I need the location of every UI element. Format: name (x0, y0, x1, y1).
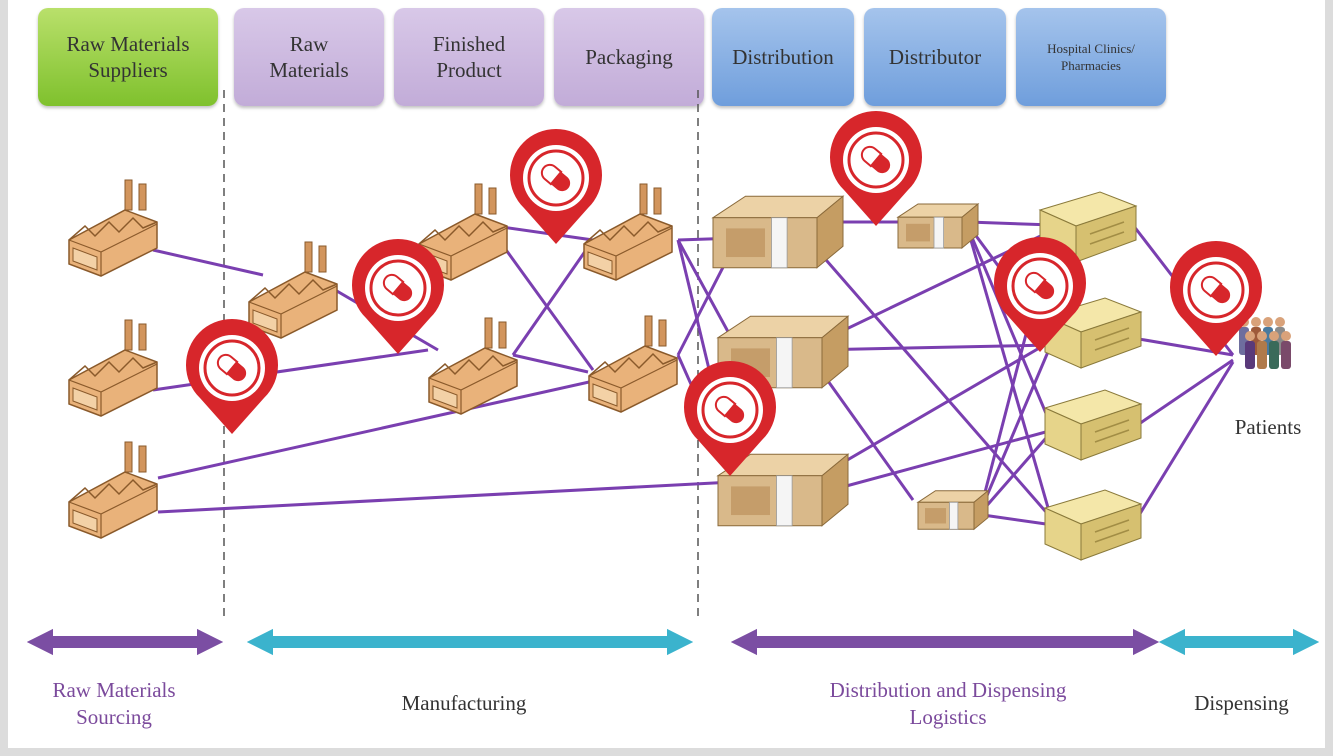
pill-map-marker-icon (684, 360, 776, 476)
supply-link-line (967, 220, 1054, 227)
stage-raw-materials: Raw Materials (234, 8, 384, 106)
supply-link-line (982, 513, 1054, 527)
phase-label-distribution-dispensing-logistics: Distribution and Dispensing Logistics (829, 678, 1067, 729)
supply-link-line (157, 378, 599, 480)
factory-icon (68, 319, 158, 417)
supply-link-line (966, 229, 1055, 526)
supply-link-line (812, 338, 1054, 482)
phase-label-manufacturing: Manufacturing (401, 691, 527, 715)
stage-distribution: Distribution (712, 8, 854, 106)
package-box-icon (896, 202, 980, 250)
patients-label: Patients (1234, 415, 1302, 439)
supply-link-line (1131, 361, 1235, 526)
pharmacy-building-icon (1043, 489, 1143, 561)
package-box-icon (711, 195, 845, 269)
supply-link-line (157, 480, 734, 514)
pharmacy-building-icon (1043, 389, 1143, 461)
supply-link-line (512, 353, 589, 374)
phase-label-dispensing: Dispensing (1194, 691, 1289, 715)
supply-link-line (981, 429, 1055, 511)
supply-chain-network (26, 90, 1320, 656)
stage-raw-materials-suppliers: Raw Materials Suppliers (38, 8, 218, 106)
stage-packaging: Packaging (554, 8, 704, 106)
pill-map-marker-icon (994, 236, 1086, 352)
supply-link-line (966, 227, 1055, 431)
phase-label-raw-materials-sourcing: Raw Materials Sourcing (52, 678, 176, 729)
supply-link-line (981, 339, 1055, 506)
package-box-icon (916, 489, 990, 531)
pill-map-marker-icon (830, 110, 922, 226)
supply-link-line (511, 239, 595, 356)
supply-link-line (812, 428, 1054, 497)
factory-icon (68, 179, 158, 277)
supply-link-line (811, 359, 915, 501)
patients-group-icon (1239, 317, 1291, 369)
factory-icon (583, 183, 673, 281)
stage-hospital-clinics-pharmacies: Hospital Clinics/ Pharmacies (1016, 8, 1166, 106)
pill-map-marker-icon (510, 128, 602, 244)
factory-icon (428, 317, 518, 415)
factory-icon (68, 441, 158, 539)
pill-map-marker-icon (352, 238, 444, 354)
stage-finished-product: Finished Product (394, 8, 544, 106)
supply-link-line (152, 248, 264, 277)
supply-link-line (812, 343, 1054, 352)
diagram-canvas: Raw Materials Suppliers Raw Materials Fi… (8, 0, 1325, 748)
factory-icon (248, 241, 338, 339)
stage-distributor: Distributor (864, 8, 1006, 106)
supply-link-line (1132, 358, 1234, 430)
pill-map-marker-icon (186, 318, 278, 434)
package-box-icon (716, 453, 850, 527)
factory-icon (588, 315, 678, 413)
pill-map-marker-icon (1170, 240, 1262, 356)
